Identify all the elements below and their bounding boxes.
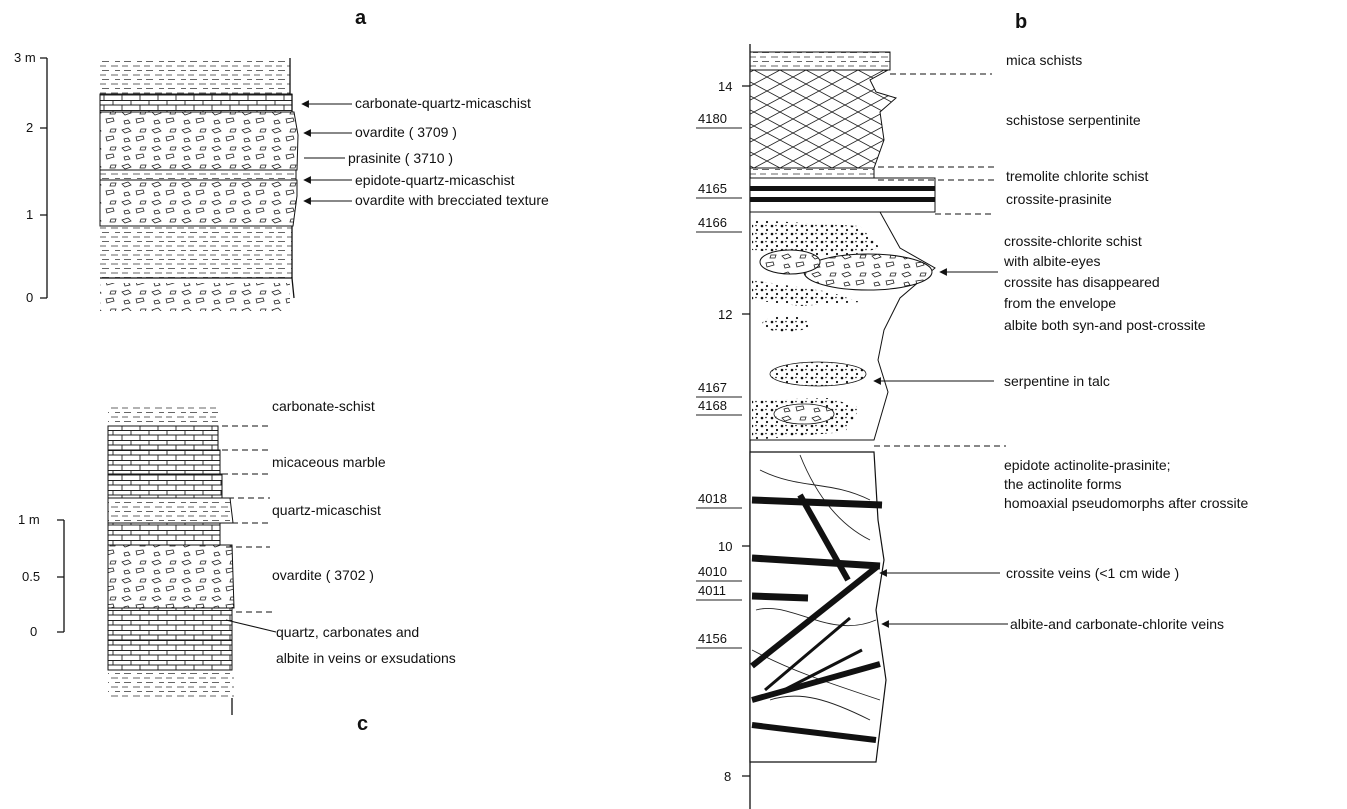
label-serpentine-in-talc: serpentine in talc <box>1004 373 1110 389</box>
sample-4010: 4010 <box>698 564 727 579</box>
sample-4011: 4011 <box>698 583 726 598</box>
label-veins-line2: albite in veins or exsudations <box>276 650 456 666</box>
sample-4018: 4018 <box>698 491 727 506</box>
sample-4180: 4180 <box>698 111 727 126</box>
depth-tick-8: 8 <box>724 769 731 784</box>
sample-4165: 4165 <box>698 181 727 196</box>
label-quartz-micaschist: quartz-micaschist <box>272 502 381 518</box>
label-ovardite-3709: ovardite ( 3709 ) <box>355 124 457 140</box>
label-crossite-prasinite: crossite-prasinite <box>1006 191 1112 207</box>
panel-a-scale-bar: 3 m 2 1 0 <box>14 50 48 305</box>
label-carbonate-quartz-micaschist: carbonate-quartz-micaschist <box>355 95 531 111</box>
scale-c-tick-0.5: 0.5 <box>22 569 40 584</box>
panel-b: b 14 12 10 8 4180 4165 4166 4167 4168 40… <box>696 11 1249 809</box>
panel-b-annotations: mica schists schistose serpentinite trem… <box>873 52 1249 632</box>
label-albite-carbonate-veins: albite-and carbonate-chlorite veins <box>1010 616 1224 632</box>
label-chlorite-line-3: crossite has disappeared <box>1004 274 1160 290</box>
panel-c-annotations: carbonate-schist micaceous marble quartz… <box>222 398 456 666</box>
label-tremolite-chlorite-schist: tremolite chlorite schist <box>1006 168 1148 184</box>
panel-b-letter: b <box>1015 11 1027 33</box>
panel-a-letter: a <box>355 7 367 29</box>
depth-tick-10: 10 <box>718 539 732 554</box>
scale-c-tick-0: 0 <box>30 624 37 639</box>
scale-c-tick-1m: 1 m <box>18 512 40 527</box>
label-epidote-line-3: homoaxial pseudomorphs after crossite <box>1004 495 1249 511</box>
sample-4168: 4168 <box>698 398 727 413</box>
label-epidote-quartz-micaschist: epidote-quartz-micaschist <box>355 172 515 188</box>
label-chlorite-line-2: with albite-eyes <box>1003 253 1101 269</box>
label-ovardite-3702: ovardite ( 3702 ) <box>272 567 374 583</box>
scale-a-tick-1: 1 <box>26 207 33 222</box>
depth-tick-14: 14 <box>718 79 732 94</box>
sample-numbers: 4180 4165 4166 4167 4168 4018 4010 4011 … <box>696 111 742 649</box>
panel-b-depth-axis: 14 12 10 8 <box>718 44 751 809</box>
panel-c-letter: c <box>357 713 368 735</box>
label-chlorite-line-1: crossite-chlorite schist <box>1004 233 1142 249</box>
sample-4167: 4167 <box>698 380 727 395</box>
label-prasinite-3710: prasinite ( 3710 ) <box>348 150 453 166</box>
label-crossite-veins: crossite veins (<1 cm wide ) <box>1006 565 1179 581</box>
scale-a-tick-0: 0 <box>26 290 33 305</box>
label-epidote-line-1: epidote actinolite-prasinite; <box>1004 457 1171 473</box>
label-carbonate-schist: carbonate-schist <box>272 398 375 414</box>
scale-a-tick-2: 2 <box>26 120 33 135</box>
label-mica-schists: mica schists <box>1006 52 1082 68</box>
panel-a-annotations: carbonate-quartz-micaschist ovardite ( 3… <box>301 95 549 208</box>
label-epidote-line-2: the actinolite forms <box>1004 476 1122 492</box>
column-c <box>107 406 235 715</box>
sample-4156: 4156 <box>698 631 727 646</box>
panel-a: a 3 m 2 1 0 carbonate-quartz-micaschist … <box>14 7 549 311</box>
label-veins-line1: quartz, carbonates and <box>276 624 419 640</box>
panel-c-scale-bar: 1 m 0.5 0 <box>18 512 65 639</box>
column-b <box>749 51 936 763</box>
panel-c: c 1 m 0.5 0 carbonate-schist micaceous m… <box>18 398 456 735</box>
scale-a-tick-3m: 3 m <box>14 50 36 65</box>
label-ovardite-brecciated: ovardite with brecciated texture <box>355 192 549 208</box>
label-chlorite-line-5: albite both syn-and post-crossite <box>1004 317 1206 333</box>
column-a <box>99 58 299 311</box>
label-chlorite-line-4: from the envelope <box>1004 295 1116 311</box>
label-schistose-serpentinite: schistose serpentinite <box>1006 112 1141 128</box>
sample-4166: 4166 <box>698 215 727 230</box>
depth-tick-12: 12 <box>718 307 732 322</box>
label-micaceous-marble: micaceous marble <box>272 454 386 470</box>
